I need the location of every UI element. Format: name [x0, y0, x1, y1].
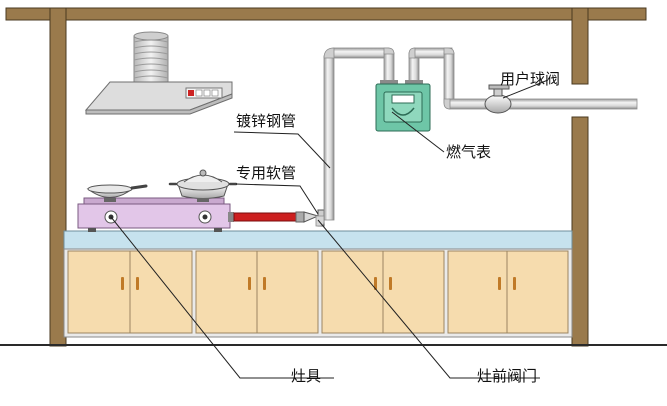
leader-lines	[110, 79, 549, 379]
cabinet-doors	[67, 250, 569, 334]
red-hose	[233, 212, 297, 222]
leader-dedicated-hose	[235, 183, 319, 215]
door-handle	[121, 277, 124, 290]
door-handle	[263, 277, 266, 290]
hood-duct	[133, 35, 169, 87]
cabinet-door	[67, 250, 131, 334]
label-stove: 灶具	[291, 367, 322, 385]
countertop	[63, 230, 573, 250]
door-handle	[498, 277, 501, 290]
label-user-ball-valve: 用户球阀	[500, 70, 561, 88]
pipe-outlet-drop	[443, 52, 455, 104]
label-stove-front-valve: 灶前阀门	[477, 367, 538, 385]
door-handle	[513, 277, 516, 290]
cabinet-door	[506, 250, 569, 334]
cooking-pot	[168, 169, 238, 202]
hood-button	[203, 89, 211, 97]
cabinet-handles	[121, 277, 516, 290]
gas-meter	[375, 80, 431, 132]
label-galvanized-pipe: 镀锌钢管	[236, 112, 297, 130]
kitchen-walls	[5, 7, 647, 347]
cabinet-door	[256, 250, 319, 334]
cabinet-door	[195, 250, 258, 334]
user-ball-valve	[484, 84, 512, 114]
ceiling-beam	[5, 7, 647, 21]
wok	[86, 184, 148, 202]
door-handle	[374, 277, 377, 290]
pipe-riser	[323, 55, 335, 221]
cabinet-door	[129, 250, 193, 334]
cabinet-door	[321, 250, 384, 334]
cabinet-unit	[63, 230, 573, 338]
cabinet-door	[447, 250, 508, 334]
stove	[77, 169, 238, 232]
pipe-top-run	[332, 47, 390, 59]
label-dedicated-hose: 专用软管	[236, 164, 297, 182]
hood-button	[188, 90, 194, 96]
cabinet-door	[382, 250, 445, 334]
door-handle	[248, 277, 251, 290]
leader-stove	[110, 216, 334, 379]
leader-gas-meter	[391, 111, 445, 153]
leader-stove-front-valve	[317, 219, 540, 379]
hood-button	[211, 89, 219, 97]
leader-user-ball-valve	[502, 79, 549, 99]
range-hood	[84, 31, 233, 115]
leader-galvanized-pipe	[233, 131, 331, 169]
label-gas-meter: 燃气表	[446, 143, 492, 161]
pipe-supply-run	[448, 98, 638, 110]
hood-button	[195, 89, 203, 97]
door-handle	[389, 277, 392, 290]
galvanized-pipe	[315, 47, 638, 227]
right-wall-lower	[571, 116, 589, 347]
door-handle	[136, 277, 139, 290]
meter-dial	[391, 94, 415, 104]
dedicated-hose	[228, 211, 305, 223]
right-wall-upper	[571, 7, 589, 85]
pipe-meter-inlet	[383, 52, 395, 82]
